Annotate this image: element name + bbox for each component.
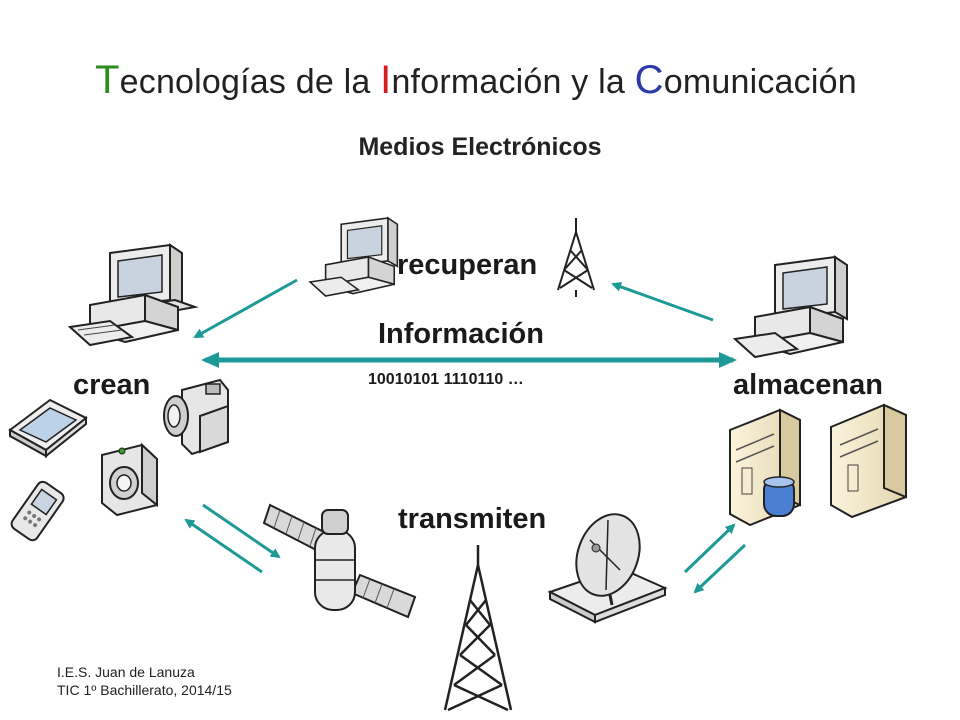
computer-icon: [732, 255, 848, 359]
title-letter-i: I: [380, 58, 392, 102]
satellite-icon: [262, 503, 417, 619]
title-part-3: omunicación: [663, 63, 857, 101]
label-almacenan: almacenan: [733, 369, 883, 401]
mobile-phone-icon: [10, 480, 65, 542]
scanner-icon: [8, 398, 88, 459]
title-letter-t: T: [95, 58, 120, 102]
photo-camera-icon: [101, 442, 158, 517]
arrow-recuperan-to-crean: [193, 278, 298, 339]
label-informacion: Información: [378, 318, 544, 350]
video-camera-icon: [163, 378, 229, 456]
subtitle: Medios Electrónicos: [358, 133, 602, 161]
title-part-1: ecnologías de la: [119, 63, 381, 101]
antenna-tower-icon: [443, 545, 513, 712]
server-icon: [830, 403, 907, 519]
footer-school: I.E.S. Juan de Lanuza: [57, 664, 195, 680]
dish-antenna-icon: [547, 513, 668, 624]
label-recuperan: recuperan: [397, 249, 538, 281]
label-transmiten: transmiten: [398, 503, 547, 535]
arrow-transmiten-to-crean: [184, 518, 263, 574]
label-crean: crean: [73, 369, 151, 401]
title-part-2: nformación y la: [391, 63, 635, 101]
arrow-almacenan-to-transmiten: [693, 543, 747, 594]
arrow-almacenan-to-recuperan: [611, 282, 714, 322]
footer: I.E.S. Juan de Lanuza TIC 1º Bachillerat…: [57, 663, 232, 699]
arrow-transmiten-to-almacenan: [683, 523, 736, 574]
computer-icon: [67, 243, 199, 347]
page-title: Tecnologías de la Información y la Comun…: [95, 58, 857, 103]
arrow-crean-to-transmiten: [202, 503, 281, 559]
antenna-tower-icon: [557, 218, 595, 297]
computer-icon: [308, 216, 399, 297]
server-icon: [729, 408, 801, 527]
binary-data-text: 10010101 1110110 …: [368, 371, 524, 388]
footer-course: TIC 1º Bachillerato, 2014/15: [57, 682, 232, 698]
title-letter-c: C: [634, 58, 664, 102]
